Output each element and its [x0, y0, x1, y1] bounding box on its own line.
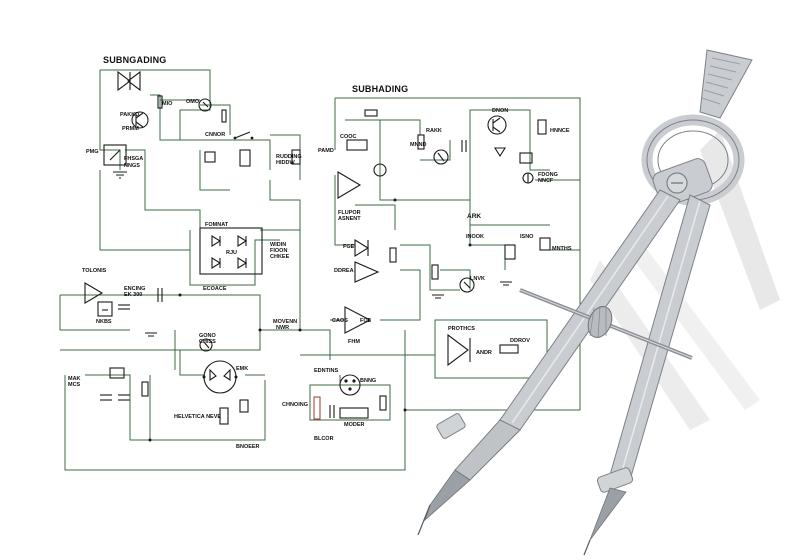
label-ark: ARK: [467, 213, 481, 220]
label-tolonis: TOLONIS: [82, 268, 107, 274]
label-bnng: BNNG: [360, 378, 376, 384]
label-ddrea: DDREA: [334, 268, 354, 274]
label-mnnd: MNND: [410, 142, 427, 148]
label-nncf: NNCF: [538, 178, 554, 184]
meter-symbol: [198, 98, 212, 112]
label-rju: RJU: [226, 250, 237, 256]
label-nwr: NWR: [276, 325, 289, 331]
label-bnoeer: BNOEER: [236, 444, 260, 450]
opamp-e1: [337, 171, 362, 199]
label-cooc: COOC: [340, 134, 357, 140]
opamp-ddrea: [354, 261, 380, 283]
label-asnent: ASNENT: [338, 216, 361, 222]
label-hnnce: HNNCE: [550, 128, 570, 134]
label-prothcs: PROTHCS: [448, 326, 475, 332]
label-pakkd: PAKKD: [120, 112, 139, 118]
label-isno: ISNO: [520, 234, 534, 240]
label-fhm: FHM: [348, 339, 360, 345]
label-pamd: PAMD: [318, 148, 334, 154]
label-inook: INOOK: [466, 234, 484, 240]
transistor-symbol: [131, 111, 149, 129]
label-mcs: MCS: [68, 382, 81, 388]
label-encing: ENCING: [124, 286, 145, 292]
ic-block-rju: [199, 227, 263, 275]
label-nkbs: NKBS: [96, 319, 112, 325]
bridge-rectifier: [203, 360, 237, 394]
label-widin: WIDIN: [270, 242, 286, 248]
drawing-compass-icon: [417, 49, 780, 556]
connector-circle: [339, 374, 361, 396]
label-gono: GONO: [199, 333, 217, 339]
label-emk: EMK: [236, 366, 248, 372]
label-ek300: EK 300: [124, 292, 142, 298]
label-chnoing: CHNOING: [282, 402, 308, 408]
label-helvetica: HELVETICA NEVE: [174, 414, 221, 420]
label-movenn: MOVENN: [273, 319, 297, 325]
label-nngs: NNGS: [124, 163, 140, 169]
label-fhsga: FHSGA: [124, 156, 143, 162]
label-mio: MIO: [162, 101, 173, 107]
label-chiss: CHISS: [199, 339, 216, 345]
label-mak: MAK: [68, 376, 81, 382]
label-andr: ANDR: [476, 350, 492, 356]
label-fge: FGE: [343, 244, 355, 250]
label-edntins: EDNTINS: [314, 368, 338, 374]
label-rakk: RAKK: [426, 128, 442, 134]
label-fioon: FIOON: [270, 248, 287, 254]
label-dopnol: DDROV: [510, 338, 530, 344]
label-lnvk: LNVK: [470, 276, 485, 282]
label-moder: MODER: [344, 422, 365, 428]
label-fdong: FDONG: [538, 172, 558, 178]
label-mnths: MNTHS: [552, 246, 572, 252]
label-omo: OMO: [186, 99, 200, 105]
label-foe: FOE: [360, 318, 372, 324]
label-chkee: CHKEE: [270, 254, 290, 260]
circuit-components: [84, 70, 551, 442]
label-caos: CAOS: [332, 318, 348, 324]
label-ecoace: ECOACE: [203, 286, 227, 292]
compass-handle: [699, 49, 753, 119]
right-title: SUBHADING: [352, 84, 408, 94]
label-rudding: RUDDING: [276, 154, 302, 160]
opamp-foe: [344, 306, 372, 334]
label-dnon: DNON: [492, 108, 508, 114]
label-pmg: PMG: [86, 149, 99, 155]
label-hiddw: HIDDW: [276, 160, 295, 166]
component-labels: PMG FHSGA NNGS PAKKD PRMM OMO MIO CNNOR …: [68, 99, 572, 450]
left-title: SUBNGADING: [103, 55, 167, 65]
label-flupor: FLUPOR: [338, 210, 361, 216]
label-cnnor: CNNOR: [205, 132, 225, 138]
label-prmm: PRMM: [122, 126, 139, 132]
label-blcor: BLCOR: [314, 436, 334, 442]
label-fomnat: FOMNAT: [205, 222, 229, 228]
